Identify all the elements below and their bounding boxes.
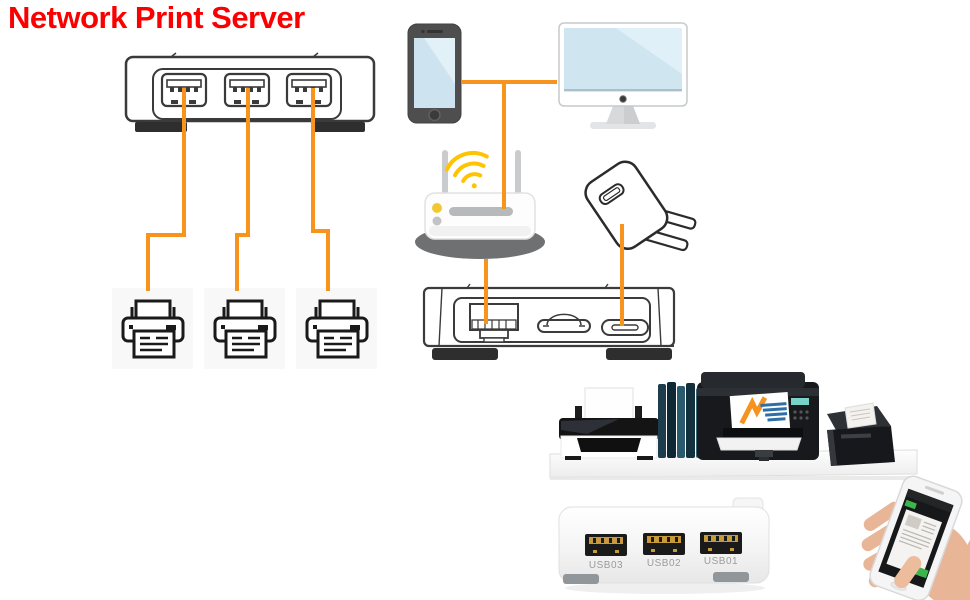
print-server-side-view [422,283,676,360]
speaker-slot [427,30,443,33]
usb-c-port-icon [601,319,649,336]
desktop-monitor-icon [558,22,688,129]
hub-port-label: USB01 [704,556,738,567]
ethernet-port-icon [469,303,519,343]
router-led-yellow [432,203,442,213]
laser-printer-photo [697,372,819,461]
document-on-screen [886,509,943,577]
print-server-hub-photo: USB03 USB02 USB01 [558,497,770,594]
books [658,382,702,458]
antenna [442,150,448,198]
hub-usb-port [643,533,685,555]
printer-icon-card [112,288,193,369]
router-led-gray [432,216,442,226]
home-button [428,108,441,122]
sd-card-slot-icon [537,313,591,333]
device-foot [606,348,672,360]
hand-holding-phone-photo [861,475,970,600]
printed-chart-page [729,392,791,434]
printer-buttons [793,410,809,420]
hub-port-label: USB03 [589,560,623,571]
receipt-printer-photo [827,402,895,466]
smartphone-in-hand [869,475,963,600]
power-adapter-icon [584,160,697,252]
print-server-front-view [124,52,376,132]
hub-foot [563,574,599,584]
hub-usb-port [585,534,627,556]
receipt-paper [844,402,877,429]
printer-display [791,398,809,405]
antenna [515,150,521,198]
device-foot [313,122,365,132]
camera-dot [619,95,627,103]
router-slot [449,207,513,216]
smartphone-icon [407,23,462,124]
device-foot [135,122,187,132]
inkjet-printer-photo [559,387,659,460]
usb-port-icons [160,72,333,108]
printer-icon-card [296,288,377,369]
printer-icon [213,299,276,358]
wifi-signal-icon [444,151,489,189]
hub-foot [713,572,749,582]
printer-icon [305,299,368,358]
hub-usb-port [700,532,742,554]
hub-port-label: USB02 [647,558,681,569]
page-title: Network Print Server [8,0,305,35]
product-photo-scene: USB03 USB02 USB01 [549,372,970,600]
printer-icon [121,299,184,358]
wifi-router-icon [415,150,545,259]
thumb [894,555,922,589]
device-foot [432,348,498,360]
printer-icon-card [204,288,285,369]
